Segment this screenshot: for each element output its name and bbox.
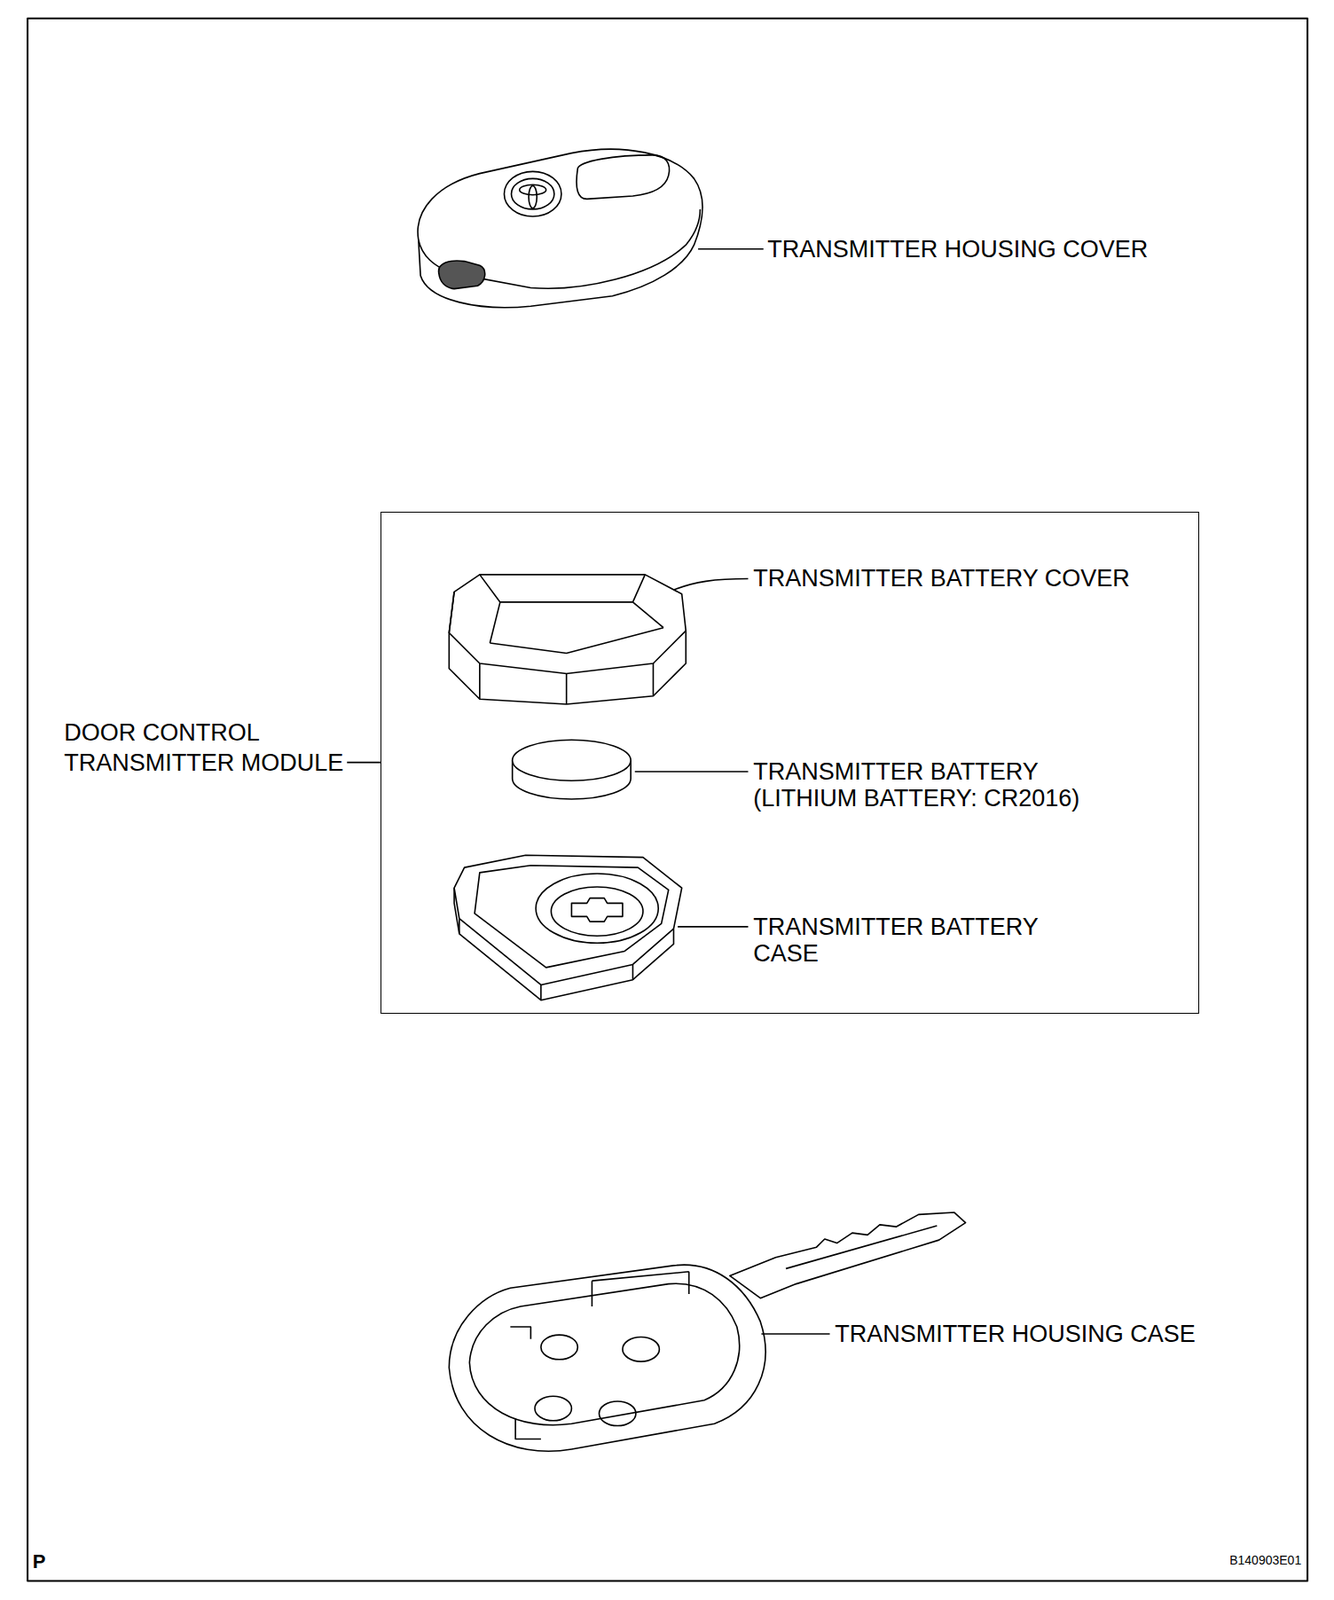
leader-line (698, 248, 764, 251)
leader-line (635, 770, 749, 773)
battery-case-edge (459, 918, 634, 1001)
leader-line (346, 761, 381, 764)
leader-line (677, 925, 748, 928)
battery-cover-edge (448, 591, 686, 674)
part-name: TRANSMITTER HOUSING COVER (767, 235, 1148, 263)
boss (534, 1396, 572, 1421)
battery-cover-outline (448, 574, 686, 705)
page-mark: B140903E01 (1229, 1553, 1302, 1568)
illustration-group (27, 18, 1308, 1582)
part-name: TRANSMITTER BATTERY CASE (753, 913, 1073, 967)
battery-cover-facet (479, 574, 664, 654)
housing-cover-outline (417, 149, 703, 307)
logo-ring (503, 171, 561, 217)
housing-cover-edge (418, 209, 701, 289)
logo-ring (511, 178, 555, 210)
logo-mark (528, 185, 537, 208)
housing-case-wall (510, 1271, 689, 1440)
logo-mark (571, 898, 623, 922)
battery-seat (550, 886, 644, 936)
key-groove (785, 1225, 937, 1269)
key-blade (729, 1212, 966, 1299)
housing-case-rim (469, 1283, 739, 1425)
housing-case-outline (448, 1264, 766, 1452)
boss (598, 1401, 636, 1427)
battery-top (512, 739, 631, 781)
part-name: TRANSMITTER HOUSING CASE (834, 1320, 1196, 1348)
boss (622, 1336, 660, 1362)
battery-case-outline (454, 855, 683, 1000)
battery-seat (535, 873, 659, 943)
boss (541, 1334, 578, 1360)
part-name: TRANSMITTER BATTERY COVER (753, 564, 1130, 592)
battery-cover-facet (479, 663, 654, 705)
battery-case-rim (474, 865, 669, 968)
button (576, 155, 670, 199)
key-ring-slot (439, 260, 486, 290)
page-frame (27, 18, 1308, 1582)
page-mark: P (32, 1550, 47, 1573)
leader-line (673, 578, 748, 590)
part-name: TRANSMITTER BATTERY (LITHIUM BATTERY: CR… (753, 758, 1099, 812)
module-name: DOOR CONTROL TRANSMITTER MODULE (63, 717, 357, 778)
leader-line (761, 1333, 830, 1335)
